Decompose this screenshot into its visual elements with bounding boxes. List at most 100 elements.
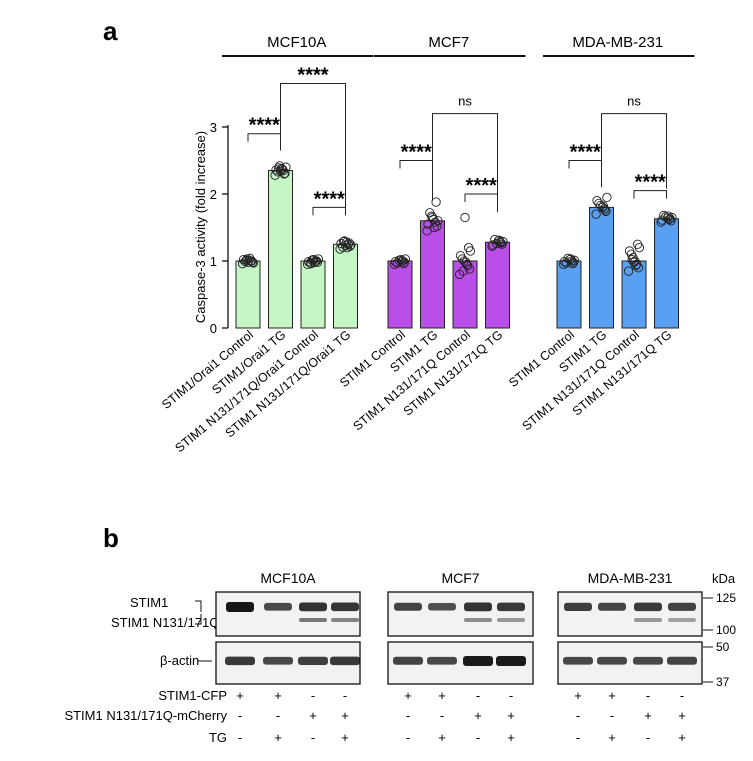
data-point [463, 242, 474, 253]
significance-label: **** [401, 142, 432, 164]
treatment-sign: + [438, 688, 446, 703]
treatment-sign: - [576, 730, 580, 745]
significance-label: **** [570, 142, 601, 164]
treatment-sign: + [608, 730, 616, 745]
blot-box-upper [387, 591, 534, 637]
bar [333, 243, 358, 329]
treatment-sign: + [341, 708, 349, 723]
significance-bracket [280, 82, 346, 215]
data-point [458, 266, 468, 276]
y-tick-label: 1 [210, 254, 217, 269]
y-tick-label: 3 [210, 120, 217, 135]
mutant-band [634, 618, 662, 622]
stim1-band-label: STIM1 [130, 595, 168, 610]
blot-panel-label: MDA-MB-231 [588, 570, 673, 586]
significance-label: **** [466, 175, 497, 197]
y-tick-label: 0 [210, 321, 217, 336]
data-point [306, 259, 316, 269]
blot-panel-label: MCF10A [260, 570, 316, 586]
blot-panel-label: MCF7 [441, 570, 479, 586]
actin-band [667, 656, 697, 665]
data-point [243, 257, 253, 267]
data-point [455, 250, 466, 261]
blot-panel: MCF10A [215, 570, 361, 685]
data-point [600, 205, 610, 215]
data-point [271, 165, 281, 175]
actin-band [496, 656, 526, 666]
bar [589, 206, 614, 329]
panel-a-label: a [103, 16, 118, 46]
bar [387, 260, 413, 329]
row-label-mutant-mcherry: STIM1 N131/171Q-mCherry [64, 708, 227, 723]
bar [621, 260, 647, 329]
treatment-sign: + [404, 688, 412, 703]
stim1-band [264, 602, 292, 611]
bar [485, 241, 510, 329]
actin-band [633, 656, 663, 665]
stim1-band [668, 602, 696, 611]
mutant-band [497, 618, 525, 622]
significance-bracket [432, 113, 498, 213]
marker-50: 50 [716, 640, 730, 654]
treatment-sign: - [343, 688, 347, 703]
actin-band [298, 656, 328, 665]
stim1-band [331, 602, 359, 612]
y-tick-label: 2 [210, 187, 217, 202]
significance-label: ns [458, 94, 472, 109]
treatment-sign: + [608, 688, 616, 703]
data-point [632, 239, 643, 249]
data-point [425, 208, 435, 218]
mutant-band [668, 618, 696, 622]
western-blot: kDa STIM1 STIM1 N131/171Q β-actin 125 10… [64, 570, 736, 745]
category-label: STIM1 N131/171Q/Orai1 Control [172, 328, 320, 456]
actin-band [330, 656, 360, 666]
actin-band [463, 656, 493, 666]
data-point [241, 255, 251, 265]
data-point [665, 214, 675, 224]
data-point [305, 258, 315, 268]
treatment-sign: + [438, 730, 446, 745]
data-point [594, 198, 604, 209]
data-point [496, 238, 506, 248]
significance-label: **** [635, 172, 666, 194]
treatment-sign: - [440, 708, 444, 723]
treatment-sign: + [474, 708, 482, 723]
blot-box-upper [557, 591, 703, 637]
actin-band [597, 656, 627, 665]
mutant-band [464, 618, 492, 622]
data-point [308, 255, 318, 265]
mutant-band [299, 618, 327, 622]
data-point [339, 236, 349, 247]
data-point [624, 246, 635, 256]
group-label: MCF10A [267, 34, 326, 51]
treatment-sign: - [406, 708, 410, 723]
data-point [494, 235, 504, 245]
data-point [340, 240, 351, 251]
treatment-sign: + [678, 708, 686, 723]
treatment-sign: + [309, 708, 317, 723]
data-point [429, 222, 439, 233]
significance-label: **** [297, 64, 328, 86]
treatment-sign: - [646, 730, 650, 745]
treatment-sign: - [476, 730, 480, 745]
significance-label: **** [314, 188, 345, 210]
treatment-sign: - [238, 730, 242, 745]
data-point [313, 254, 324, 264]
stim1-band [428, 603, 456, 611]
data-point [274, 163, 284, 173]
data-point [461, 257, 471, 267]
actin-band [427, 656, 457, 665]
blot-box-upper [215, 591, 361, 637]
blot-panel: MCF7 [387, 570, 534, 685]
stim1-band [299, 602, 327, 612]
treatment-sign: - [406, 730, 410, 745]
data-point [567, 259, 578, 269]
significance-bracket [601, 113, 667, 189]
data-point [487, 241, 497, 251]
mutant-band [331, 618, 359, 622]
